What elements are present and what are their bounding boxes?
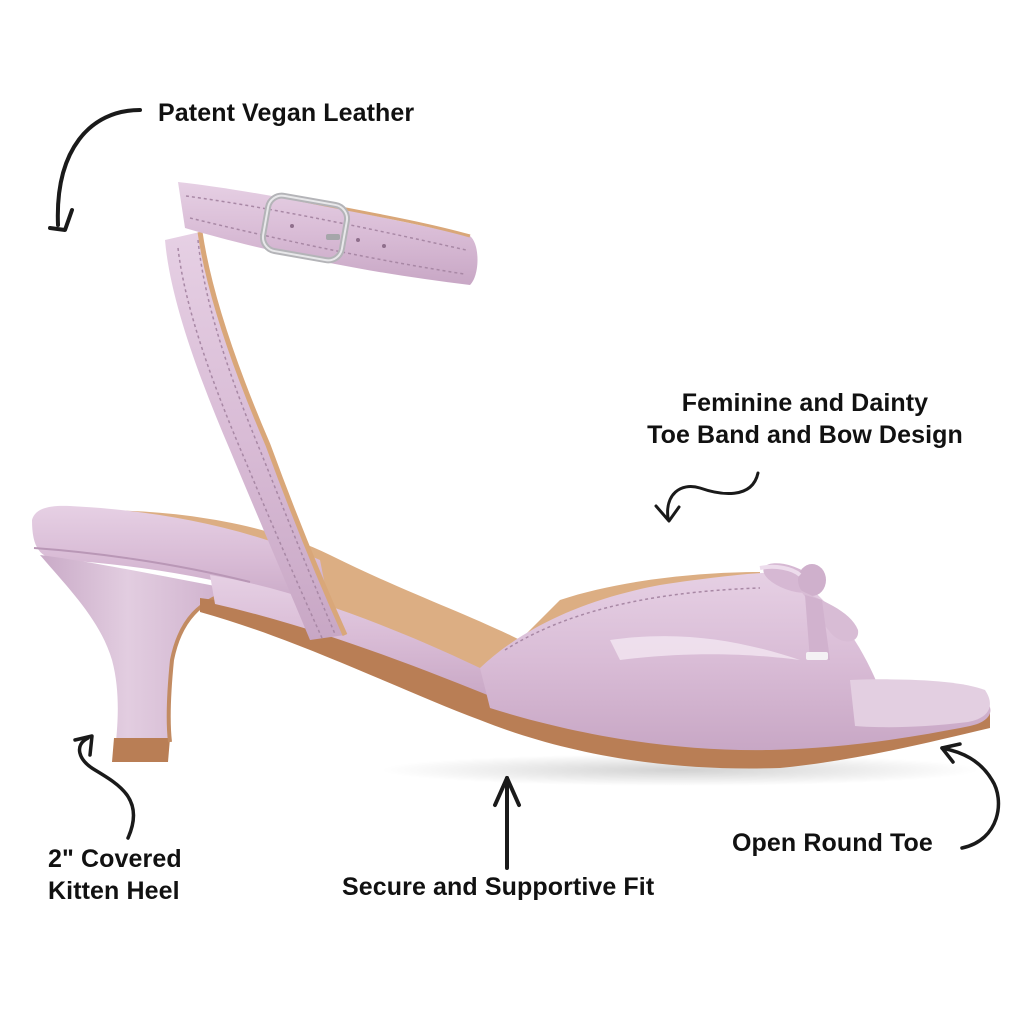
callout-text: Open Round Toe [732, 829, 933, 857]
straight-arrow-up-icon [493, 776, 521, 870]
curved-arrow-down-icon [48, 108, 142, 232]
callout-text-line-2: Toe Band and Bow Design [647, 421, 963, 449]
callout-text-line-1: Feminine and Dainty [681, 389, 929, 417]
callout-kitten-heel: 2" Covered Kitten Heel [48, 843, 182, 907]
callout-patent-vegan-leather: Patent Vegan Leather [158, 97, 414, 129]
callout-secure-supportive-fit: Secure and Supportive Fit [342, 871, 654, 903]
callout-toe-band-bow-design: Feminine and Dainty Toe Band and Bow Des… [630, 387, 980, 451]
wavy-arrow-down-left-icon [654, 471, 760, 523]
callout-text: Patent Vegan Leather [158, 99, 415, 127]
bow [759, 563, 859, 660]
curved-arrow-up-left-icon [940, 742, 1001, 850]
callout-text-line-2: Kitten Heel [48, 877, 180, 905]
callout-open-round-toe: Open Round Toe [732, 827, 933, 859]
callout-text: Secure and Supportive Fit [342, 873, 655, 901]
curved-arrow-up-icon [73, 734, 136, 840]
callout-text-line-1: 2" Covered [48, 845, 182, 873]
